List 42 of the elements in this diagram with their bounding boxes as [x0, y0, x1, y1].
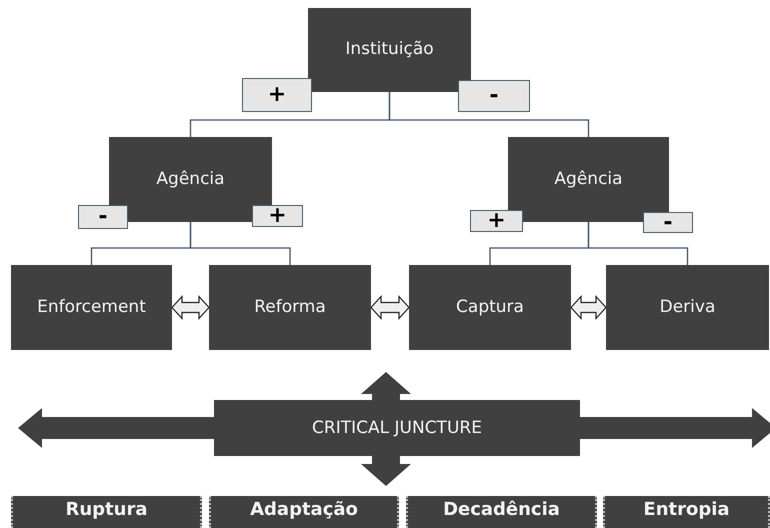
- process-box: [606, 265, 769, 350]
- double-arrow: [171, 294, 210, 320]
- node-label: Reforma: [254, 296, 326, 319]
- connector-line: [588, 222, 688, 265]
- sign-box: [458, 80, 530, 112]
- outcome-box: [603, 496, 770, 528]
- process-box: [409, 265, 571, 350]
- process-box: [209, 265, 371, 350]
- double-arrow: [370, 294, 410, 320]
- cross-arrow-shape: [18, 372, 770, 486]
- node-label: CRITICAL JUNCTURE: [312, 417, 482, 440]
- node-label: Agência: [156, 168, 225, 191]
- node-label: Instituição: [345, 38, 434, 62]
- outcome-box: [406, 496, 597, 528]
- node-label: -: [663, 212, 673, 234]
- connector-line: [190, 222, 291, 265]
- node-label: Deriva: [660, 296, 716, 319]
- outcome-box: [209, 496, 399, 528]
- process-box: [308, 8, 471, 92]
- sign-box: [643, 212, 693, 233]
- node-label: Enforcement: [37, 296, 146, 319]
- node-label: +: [268, 84, 286, 106]
- sign-box: [252, 205, 303, 227]
- node-label: Adaptação: [250, 498, 358, 522]
- node-label: Decadência: [443, 498, 560, 522]
- node-label: -: [98, 206, 108, 228]
- process-box: [508, 137, 669, 222]
- node-label: Ruptura: [65, 498, 148, 522]
- sign-box: [78, 205, 128, 229]
- double-arrow: [570, 294, 607, 320]
- process-box: [11, 265, 172, 350]
- node-label: Entropia: [643, 498, 730, 522]
- node-label: +: [268, 205, 287, 227]
- node-label: Captura: [456, 296, 524, 319]
- connector-line: [388, 92, 590, 137]
- process-box: [109, 137, 272, 222]
- node-label: Agência: [554, 168, 623, 191]
- node-label: -: [489, 85, 499, 107]
- outcome-box: [11, 496, 202, 528]
- sign-box: [242, 78, 312, 112]
- node-label: +: [487, 210, 506, 232]
- sign-box: [470, 210, 523, 232]
